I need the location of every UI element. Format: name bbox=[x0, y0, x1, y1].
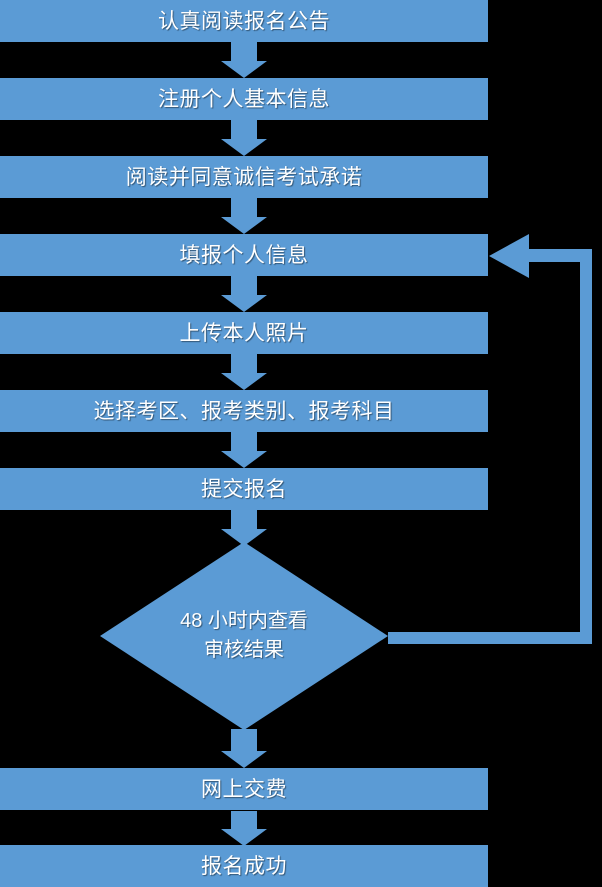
node-online-payment[interactable]: 网上交费 bbox=[0, 768, 488, 810]
arrow-head-down-icon bbox=[221, 217, 267, 234]
node-label: 认真阅读报名公告 bbox=[158, 9, 330, 33]
edge-arrow-agree-pledge-to-fill-info bbox=[221, 198, 267, 234]
edge-arrow-check-review-to-online-payment bbox=[221, 729, 267, 768]
node-check-review[interactable]: 48 小时内查看 审核结果 bbox=[100, 542, 388, 730]
arrow-shaft bbox=[231, 729, 257, 751]
node-select-exam[interactable]: 选择考区、报考类别、报考科目 bbox=[0, 390, 488, 432]
feedback-loop-horizontal-top bbox=[528, 249, 592, 262]
node-label: 填报个人信息 bbox=[179, 243, 309, 267]
node-label: 报名成功 bbox=[201, 854, 287, 878]
arrow-shaft bbox=[231, 198, 257, 217]
edge-arrow-upload-photo-to-select-exam bbox=[221, 354, 267, 390]
edge-arrow-read-announcement-to-register-info bbox=[221, 42, 267, 78]
edge-arrow-fill-info-to-upload-photo bbox=[221, 276, 267, 312]
node-label: 阅读并同意诚信考试承诺 bbox=[125, 165, 363, 189]
node-label: 选择考区、报考类别、报考科目 bbox=[93, 399, 395, 423]
node-label: 网上交费 bbox=[201, 777, 287, 801]
node-label-group: 48 小时内查看 审核结果 bbox=[100, 542, 388, 730]
arrow-shaft bbox=[231, 354, 257, 373]
arrow-shaft bbox=[231, 811, 257, 829]
node-read-announcement[interactable]: 认真阅读报名公告 bbox=[0, 0, 488, 42]
node-upload-photo[interactable]: 上传本人照片 bbox=[0, 312, 488, 354]
arrow-head-down-icon bbox=[221, 451, 267, 468]
node-agree-pledge[interactable]: 阅读并同意诚信考试承诺 bbox=[0, 156, 488, 198]
arrow-shaft bbox=[231, 120, 257, 139]
arrow-shaft bbox=[231, 276, 257, 295]
arrow-head-down-icon bbox=[221, 751, 267, 768]
feedback-loop-horizontal-bottom bbox=[388, 632, 592, 644]
arrow-head-left-icon bbox=[489, 234, 529, 278]
arrow-head-down-icon bbox=[221, 139, 267, 156]
node-label: 提交报名 bbox=[201, 477, 287, 501]
arrow-head-down-icon bbox=[221, 829, 267, 846]
edge-arrow-submit-application-to-check-review bbox=[221, 510, 267, 546]
arrow-head-down-icon bbox=[221, 61, 267, 78]
feedback-loop-vertical-right bbox=[580, 249, 592, 644]
arrow-head-down-icon bbox=[221, 373, 267, 390]
arrow-shaft bbox=[231, 42, 257, 61]
edge-arrow-select-exam-to-submit-application bbox=[221, 432, 267, 468]
node-fill-info[interactable]: 填报个人信息 bbox=[0, 234, 488, 276]
node-label: 注册个人基本信息 bbox=[158, 87, 330, 111]
edge-arrow-register-info-to-agree-pledge bbox=[221, 120, 267, 156]
arrow-shaft bbox=[231, 510, 257, 529]
node-submit-application[interactable]: 提交报名 bbox=[0, 468, 488, 510]
arrow-shaft bbox=[231, 432, 257, 451]
node-label-line-1: 48 小时内查看 bbox=[180, 610, 308, 632]
edge-arrow-online-payment-to-registration-done bbox=[221, 811, 267, 846]
node-label-line-2: 审核结果 bbox=[204, 639, 284, 661]
arrow-head-down-icon bbox=[221, 295, 267, 312]
node-registration-done[interactable]: 报名成功 bbox=[0, 845, 488, 887]
node-register-info[interactable]: 注册个人基本信息 bbox=[0, 78, 488, 120]
node-label: 上传本人照片 bbox=[179, 321, 309, 345]
